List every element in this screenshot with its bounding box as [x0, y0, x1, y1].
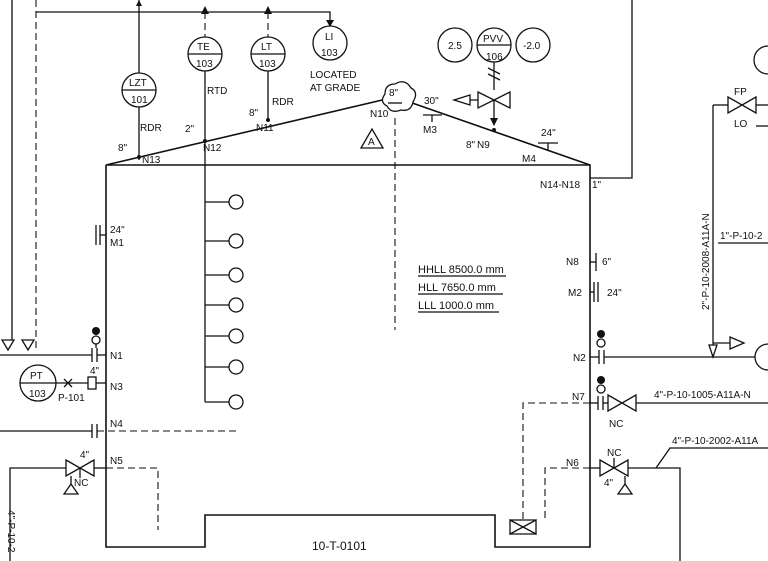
pt-tag: PT	[30, 371, 43, 382]
m1-label: M1	[110, 238, 124, 249]
lzt-num: 101	[131, 95, 148, 106]
lzt-note: RDR	[140, 123, 162, 134]
li-num: 103	[321, 48, 338, 59]
m3-size: 30"	[424, 96, 439, 107]
n5-size: 4"	[80, 450, 90, 461]
pvv-setpoint-high	[437, 27, 473, 63]
te-sensor-points	[205, 194, 244, 410]
roof-note-triangle	[359, 127, 385, 149]
n11-label: N11	[256, 123, 274, 134]
n6-size: 4"	[604, 478, 614, 489]
n2-label: N2	[573, 353, 586, 364]
tank-tag: 10-T-0101	[312, 539, 367, 553]
m4-label: M4	[522, 154, 536, 165]
nc-left: NC	[74, 478, 88, 489]
n14-size: 1"	[592, 180, 602, 191]
nc-n7: NC	[609, 419, 623, 430]
roof-note: A	[368, 137, 375, 148]
n10-vent-symbol	[381, 81, 417, 112]
n12-size: 2"	[185, 124, 195, 135]
tank-body	[105, 96, 591, 548]
pt-num: 103	[29, 389, 46, 400]
n1-label: N1	[110, 351, 123, 362]
drain-valve	[509, 518, 525, 536]
n7-label: N7	[572, 392, 585, 403]
pvv-setpoint-low	[515, 27, 551, 63]
nc-n6: NC	[607, 448, 621, 459]
n5-label: N5	[110, 456, 123, 467]
te-tag: TE	[197, 42, 210, 53]
level-table: HHLL 8500.0 mm HLL 7650.0 mm LLL 1000.0 …	[418, 264, 506, 313]
pvv-tag: PVV	[483, 34, 503, 45]
pvv-num: 106	[486, 52, 503, 63]
n7-line-number: 4"-P-10-1005-A11A-N	[654, 390, 751, 401]
pvv-set-high: 2.5	[448, 41, 462, 52]
located-at-grade-1: LOCATED	[310, 70, 357, 81]
n13-label: N13	[142, 155, 161, 166]
m1-size: 24"	[110, 225, 125, 236]
n10-label: N10	[370, 109, 389, 120]
n3-size: 4"	[90, 366, 100, 377]
level-hll: HLL 7650.0 mm	[418, 282, 496, 294]
n3-label: N3	[110, 382, 123, 393]
m3-label: M3	[423, 125, 437, 136]
pvv-valve-body	[477, 90, 496, 110]
n6-label: N6	[566, 458, 579, 469]
n6-line-number: 4"-P-10-2002-A11A	[672, 436, 759, 447]
left-partial-line: 4"-P-10-2	[5, 510, 16, 553]
lzt-tag: LZT	[129, 78, 147, 89]
located-at-grade-2: AT GRADE	[310, 83, 361, 94]
pvv-set-low: -2.0	[523, 41, 541, 52]
li-bubble	[312, 25, 348, 61]
vertical-line-number: 2"-P-10-2008-A11A-N	[701, 213, 712, 310]
lt-tag: LT	[261, 42, 272, 53]
n9-size: 8"	[466, 140, 476, 151]
m2-label: M2	[568, 288, 582, 299]
m2-size: 24"	[607, 288, 622, 299]
level-hhll: HHLL 8500.0 mm	[418, 264, 504, 276]
level-lll: LLL 1000.0 mm	[418, 300, 494, 312]
n10-size: 8"	[389, 88, 399, 99]
n8-size: 6"	[602, 257, 612, 268]
fp-tag: FP	[734, 87, 747, 98]
n11-size: 8"	[249, 108, 259, 119]
lt-note: RDR	[272, 97, 294, 108]
fp-note: LO	[734, 119, 748, 130]
m4-size: 24"	[541, 128, 556, 139]
n4-label: N4	[110, 419, 123, 430]
pt-valve-tag: P-101	[58, 393, 85, 404]
n12-label: N12	[203, 143, 222, 154]
te-num: 103	[196, 59, 213, 70]
n8-label: N8	[566, 257, 579, 268]
n9-label: N9	[477, 140, 490, 151]
n14-label: N14-N18	[540, 180, 580, 191]
lt-num: 103	[259, 59, 276, 70]
n13-size: 8"	[118, 143, 128, 154]
right-partial-line: 1"-P-10-2	[720, 231, 763, 242]
li-tag: LI	[325, 32, 333, 43]
te-note: RTD	[207, 86, 227, 97]
